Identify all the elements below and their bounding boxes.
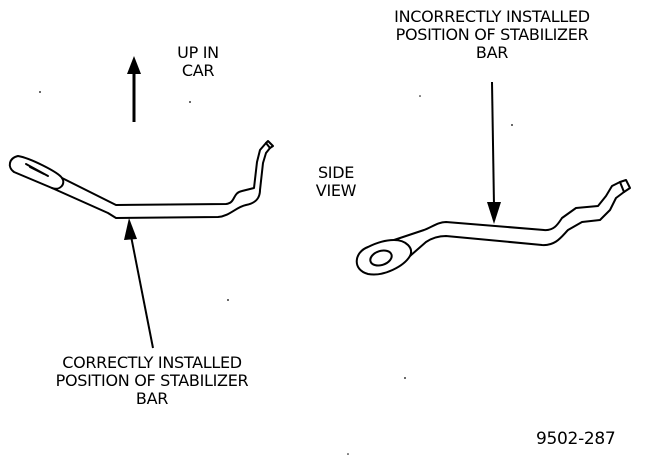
side-view-label-line-2: VIEW bbox=[315, 181, 357, 200]
correct-position-label-line-2: POSITION OF STABILIZER bbox=[55, 371, 249, 390]
correct-position-label-line-1: CORRECTLY INSTALLED bbox=[62, 353, 242, 372]
up-in-car-label-line-2: CAR bbox=[181, 61, 215, 80]
side-view-label: SIDE VIEW bbox=[300, 164, 372, 200]
correct-callout-arrow bbox=[124, 218, 154, 349]
stabilizer-bar-correct bbox=[8, 140, 274, 219]
up-in-car-label: UP IN CAR bbox=[158, 44, 238, 80]
incorrect-position-label: INCORRECTLY INSTALLED POSITION OF STABIL… bbox=[360, 8, 624, 62]
stabilizer-bar-incorrect bbox=[355, 179, 631, 276]
up-arrow bbox=[127, 56, 141, 122]
scan-speckles bbox=[39, 91, 513, 455]
incorrect-position-label-line-1: INCORRECTLY INSTALLED bbox=[394, 7, 590, 26]
side-view-label-line-1: SIDE bbox=[317, 163, 355, 182]
incorrect-position-label-line-3: BAR bbox=[475, 43, 509, 62]
figure-number: 9502-287 bbox=[536, 429, 616, 449]
up-in-car-label-line-1: UP IN bbox=[177, 43, 219, 62]
correct-position-label: CORRECTLY INSTALLED POSITION OF STABILIZ… bbox=[24, 354, 280, 408]
incorrect-position-label-line-2: POSITION OF STABILIZER bbox=[395, 25, 589, 44]
incorrect-callout-arrow bbox=[487, 81, 501, 224]
correct-position-label-line-3: BAR bbox=[135, 389, 169, 408]
